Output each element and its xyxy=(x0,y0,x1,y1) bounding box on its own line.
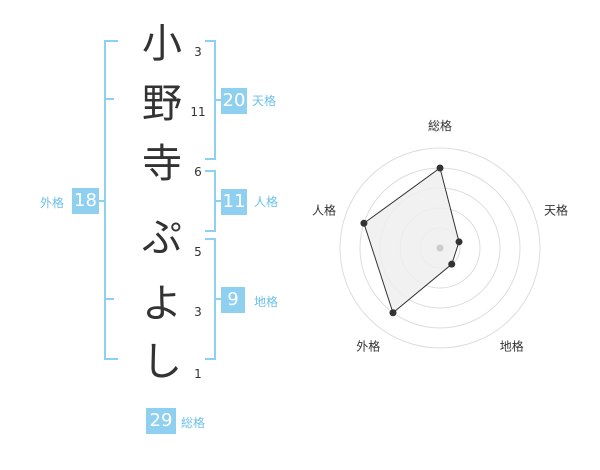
tenkaku-value: 20 xyxy=(221,88,247,114)
radar-point-3 xyxy=(448,260,456,268)
gaikaku-value: 18 xyxy=(72,188,99,214)
name-char-1: 小 xyxy=(142,21,182,67)
gaikaku-connector xyxy=(98,200,106,202)
chikaku-value: 9 xyxy=(221,287,245,313)
name-char-4: ぷ xyxy=(142,215,182,261)
name-char-6: し xyxy=(142,339,182,385)
radar-point-4 xyxy=(389,309,397,317)
stroke-count-6: 1 xyxy=(194,367,202,381)
radar-grid-ring-5 xyxy=(339,147,541,349)
radar-center-point xyxy=(436,244,444,252)
stroke-count-4: 5 xyxy=(194,245,202,259)
chikaku-label: 地格 xyxy=(254,295,279,309)
stroke-count-1: 3 xyxy=(194,45,202,59)
tenkaku-connector xyxy=(214,99,222,101)
stroke-count-5: 3 xyxy=(194,305,202,319)
radar-point-1 xyxy=(436,164,444,172)
bracket-tick-lower xyxy=(104,298,114,300)
radar-axis-label-4: 外格 xyxy=(356,339,380,354)
radar-axis-label-3: 地格 xyxy=(500,339,524,354)
jinkaku-connector xyxy=(214,200,222,202)
name-char-5: よ xyxy=(142,281,182,327)
stroke-count-2: 11 xyxy=(190,105,206,119)
name-char-3: 寺 xyxy=(142,141,182,187)
radar-point-5 xyxy=(360,219,368,227)
soukaku-value: 29 xyxy=(146,408,176,434)
radar-axis-label-5: 人格 xyxy=(312,202,336,217)
stroke-count-3: 6 xyxy=(194,165,202,179)
name-char-2: 野 xyxy=(142,81,182,127)
radar-data-polygon xyxy=(363,167,460,314)
chikaku-connector xyxy=(214,298,222,300)
radar-point-2 xyxy=(455,238,463,246)
jinkaku-label: 人格 xyxy=(254,195,279,209)
soukaku-label: 総格 xyxy=(181,416,206,430)
bracket-tick-upper xyxy=(104,98,114,100)
tenkaku-label: 天格 xyxy=(252,94,277,108)
jinkaku-value: 11 xyxy=(221,189,247,215)
radar-axis-label-1: 総格 xyxy=(428,118,452,133)
radar-data-points xyxy=(360,164,463,317)
radar-axis-label-2: 天格 xyxy=(544,202,568,217)
gaikaku-label: 外格 xyxy=(40,196,65,210)
